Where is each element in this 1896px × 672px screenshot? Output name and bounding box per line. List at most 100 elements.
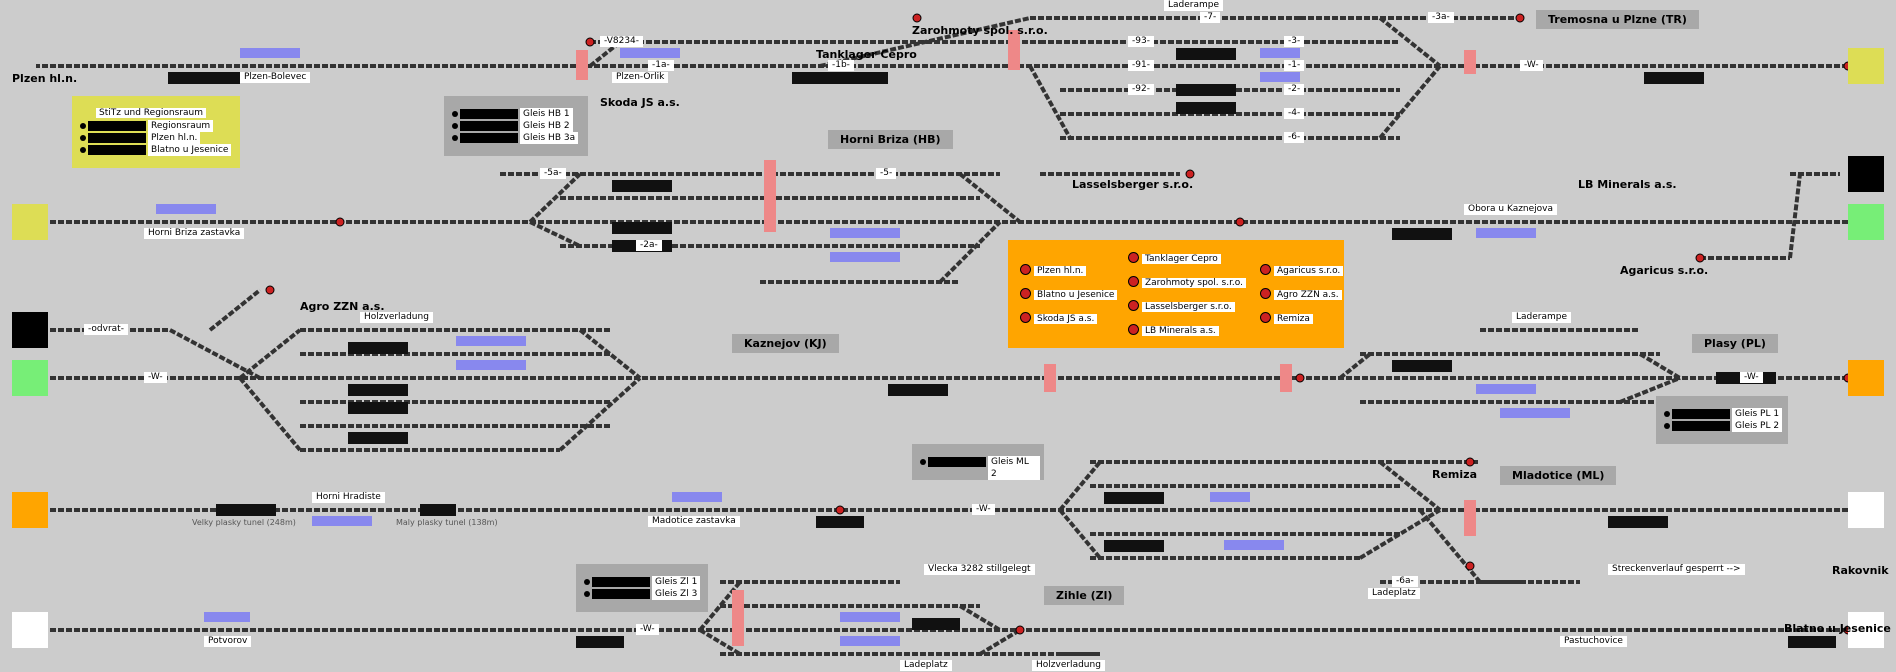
end-left-3-green[interactable] [12,360,48,396]
signal-icon [1260,288,1271,299]
legend-item[interactable]: Agro ZZN a.s. [1260,288,1342,301]
end-left-2[interactable] [12,204,48,240]
panel-row[interactable]: Gleis HB 1 [448,108,584,120]
panel-row[interactable]: Blatno u Jesenice [76,144,236,156]
label-madotice-zastavka: Madotice zastavka [648,516,740,527]
signal-icon [1020,264,1031,275]
label-agro: Agro ZZN a.s. [300,300,385,313]
label-pastuchovice: Pastuchovice [1560,636,1627,647]
station-horni-briza[interactable]: Horni Briza (HB) [828,130,953,149]
label-skoda: Skoda JS a.s. [600,96,680,109]
mark-w-4: -W- [972,504,995,515]
end-plzen[interactable] [1848,48,1884,84]
mark-3: -3- [1284,36,1305,47]
label-laderampe-top: Laderampe [1164,0,1224,11]
mark-93: -93- [1128,36,1154,47]
panel-hb: Gleis HB 1 Gleis HB 2 Gleis HB 3a [444,96,588,156]
legend-item[interactable]: Blatno u Jesenice [1020,288,1118,301]
signal-icon [1128,300,1139,311]
panel-stitz-title: StiTz und Regionsraum [96,108,206,118]
label-remiza: Remiza [1432,468,1477,481]
signal-icon [1260,312,1271,323]
station-plasy[interactable]: Plasy (PL) [1692,334,1778,353]
legend-panel: Plzen hl.n. Blatno u Jesenice Skoda JS a… [1008,240,1344,348]
panel-row-label: Regionsraum [148,120,214,132]
legend-item[interactable]: Skoda JS a.s. [1020,312,1098,325]
label-plzen-bolevec: Plzen-Bolevec [240,72,311,83]
panel-row[interactable]: Gleis HB 3a [448,132,584,144]
panel-row[interactable]: Gleis PL 2 [1660,420,1784,432]
end-right-2-green[interactable] [1848,204,1884,240]
label-ladeplatz-zl: Ladeplatz [900,660,952,671]
mark-2a: -2a- [636,240,662,251]
mark-w-3b: -W- [1740,372,1763,383]
end-right-2-black[interactable] [1848,156,1884,192]
panel-zl: Gleis Zl 1 Gleis Zl 3 [576,564,708,612]
label-holzverladung: Holzverladung [360,312,433,323]
panel-row[interactable]: Gleis HB 2 [448,120,584,132]
label-potvorov: Potvorov [204,636,252,647]
end-right-3-orange[interactable] [1848,360,1884,396]
end-left-5-white[interactable] [12,612,48,648]
mark-odvrat: -odvrat- [84,324,128,335]
label-streckenverlauf: Streckenverlauf gesperrt --> [1608,564,1745,575]
signal-icon [1020,312,1031,323]
panel-row[interactable]: Plzen hl.n. [76,132,236,144]
mark-v8234: -V8234- [600,36,644,47]
panel-row[interactable]: Gleis ML 2 [916,456,1040,480]
mark-1: -1- [1284,60,1305,71]
panel-row-label: Gleis HB 1 [520,108,573,120]
label-lasselsberger: Lasselsberger s.r.o. [1072,178,1194,191]
panel-row[interactable]: Gleis PL 1 [1660,408,1784,420]
panel-ml: Gleis ML 2 [912,444,1044,480]
label-horni-briza-zastavka: Horni Briza zastavka [144,228,245,239]
label-velky-tunel: Velky plasky tunel (248m) [192,518,296,527]
label-blatno: Blatno u Jesenice [1784,622,1891,635]
panel-row-label: Plzen hl.n. [148,132,201,144]
legend-item[interactable]: LB Minerals a.s. [1128,324,1219,337]
mark-1b: -1b- [828,60,854,71]
mark-w-3: -W- [144,372,167,383]
mark-2: -2- [1284,84,1305,95]
station-mladotice[interactable]: Mladotice (ML) [1500,466,1617,485]
mark-w-5: -W- [636,624,659,635]
label-horni-hradiste: Horni Hradiste [312,492,385,503]
legend-item[interactable]: Zarohmoty spol. s.r.o. [1128,276,1247,289]
end-right-4-white[interactable] [1848,492,1884,528]
label-plzen: Plzen hl.n. [12,72,78,85]
panel-row[interactable]: Gleis Zl 1 [580,576,704,588]
station-tremosna[interactable]: Tremosna u Plzne (TR) [1536,10,1699,29]
signal-icon [1128,252,1139,263]
signal-icon [1128,276,1139,287]
mark-4: -4- [1284,108,1305,119]
station-zihle[interactable]: Zihle (Zl) [1044,586,1125,605]
mark-6: -6- [1284,132,1305,143]
end-right-5-white[interactable] [1848,612,1884,648]
legend-item[interactable]: Lasselsberger s.r.o. [1128,300,1235,313]
legend-item[interactable]: Plzen hl.n. [1020,264,1087,277]
label-ladeplatz-ml: Ladeplatz [1368,588,1420,599]
signal-icon [1128,324,1139,335]
end-left-4-orange[interactable] [12,492,48,528]
panel-row-label: Gleis HB 2 [520,120,573,132]
panel-pl: Gleis PL 1 Gleis PL 2 [1656,396,1788,444]
panel-stitz: StiTz und Regionsraum Regionsraum Plzen … [72,96,240,168]
label-zarohmoty: Zarohmoty spol. s.r.o. [912,24,1048,37]
legend-item[interactable]: Tanklager Cepro [1128,252,1221,265]
panel-row-label: Gleis PL 2 [1732,420,1783,432]
signal-icon [1020,288,1031,299]
panel-row[interactable]: Gleis Zl 3 [580,588,704,600]
legend-item[interactable]: Agaricus s.r.o. [1260,264,1344,277]
end-left-1[interactable] [0,48,36,84]
label-rakovnik: Rakovnik [1832,564,1889,577]
legend-item[interactable]: Remiza [1260,312,1313,325]
label-obora: Obora u Kaznejova [1464,204,1558,215]
station-kaznejov[interactable]: Kaznejov (KJ) [732,334,839,353]
panel-row[interactable]: Regionsraum [76,120,236,132]
end-left-3-black[interactable] [12,312,48,348]
label-tanklager: Tanklager Cepro [816,48,917,61]
mark-5: -5- [876,168,897,179]
signal-icon [1260,264,1271,275]
